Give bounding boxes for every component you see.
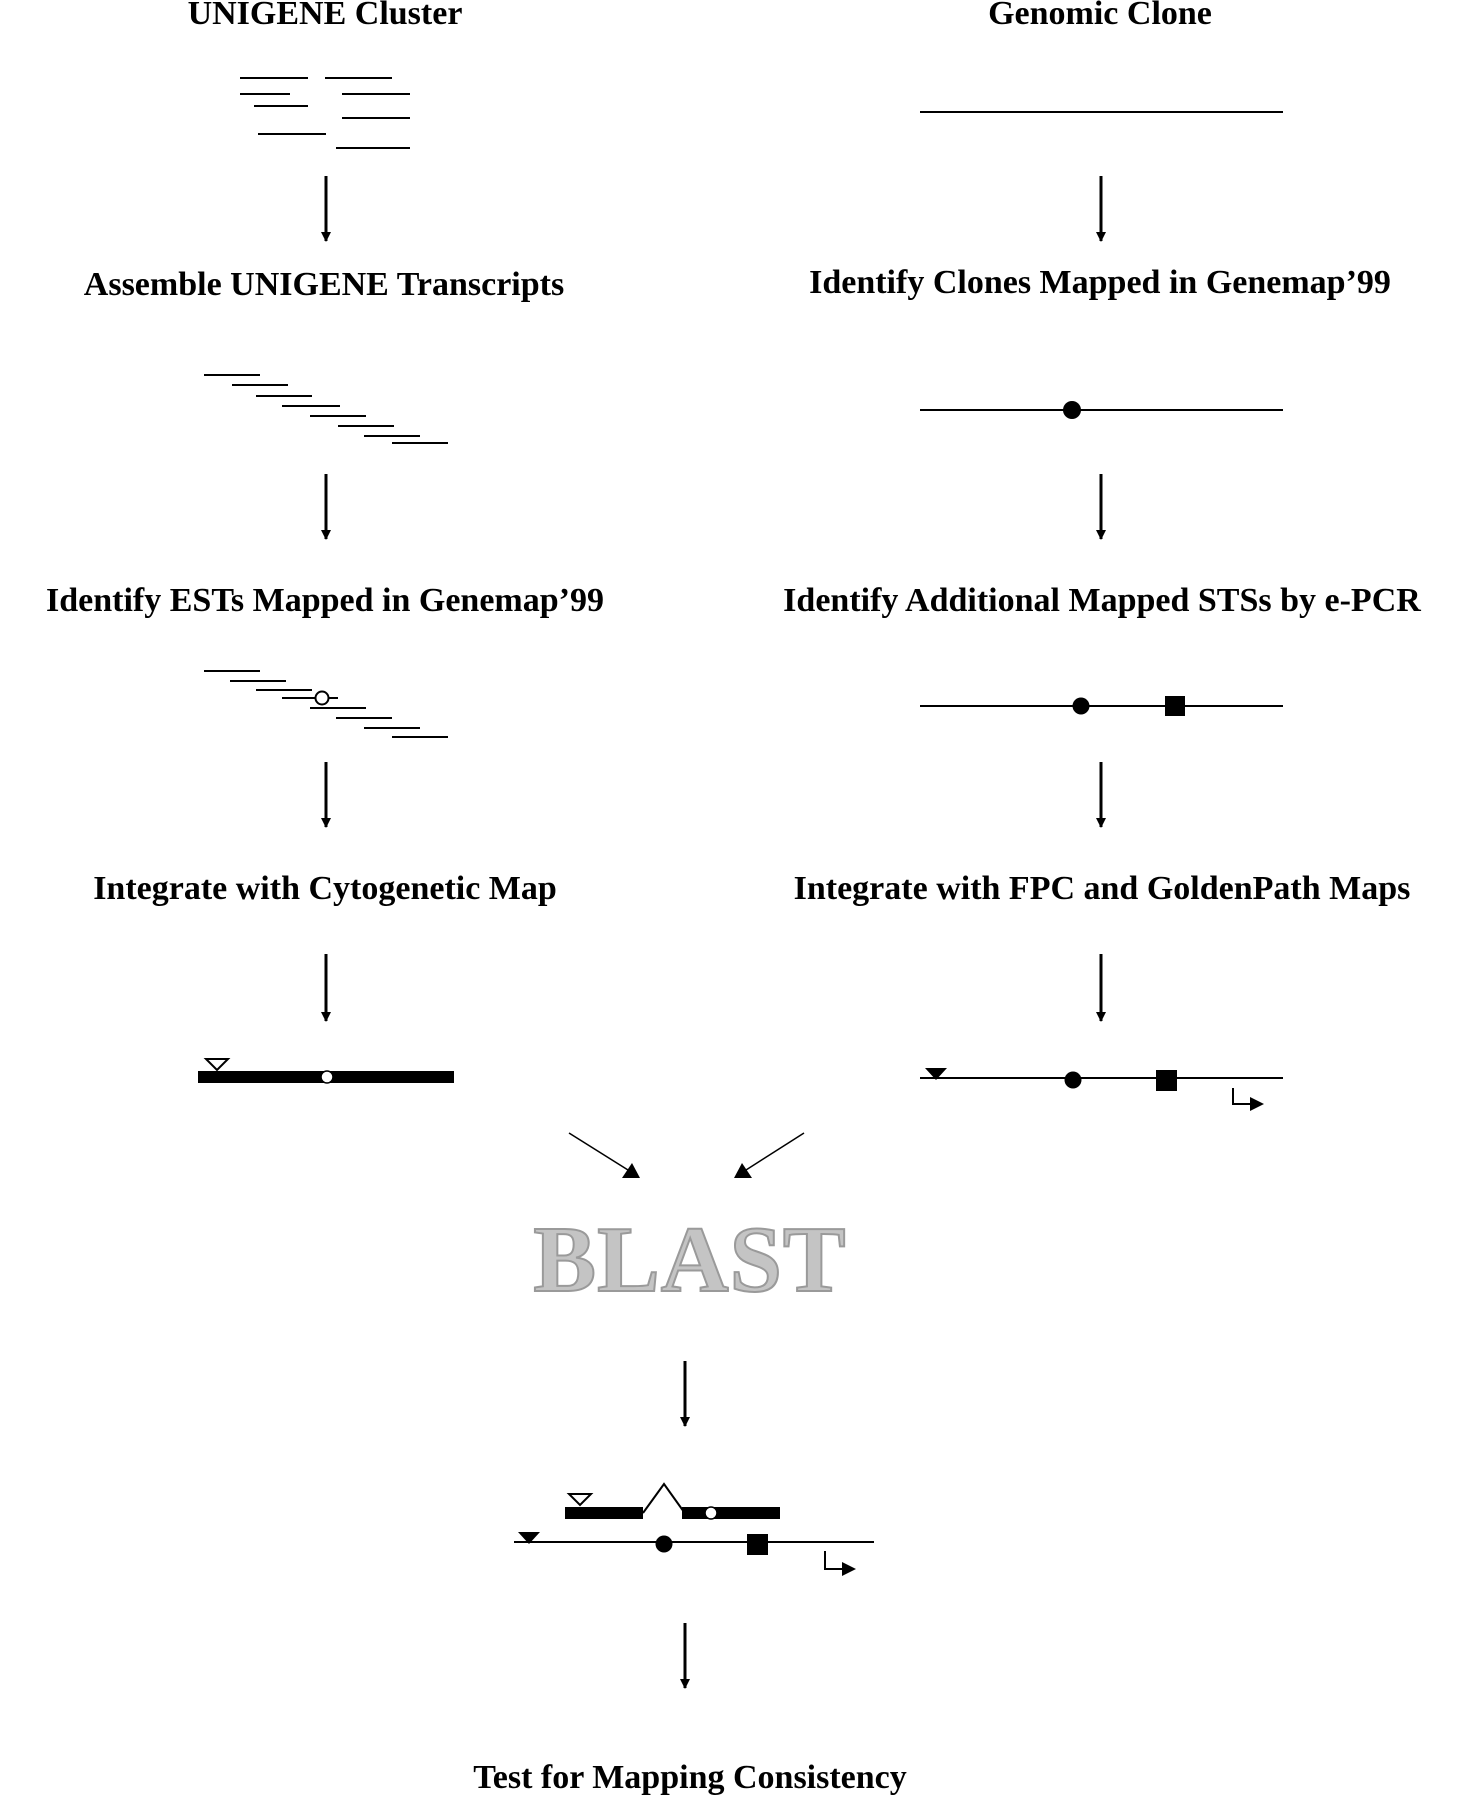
cyto-est-marker-icon bbox=[320, 1070, 334, 1084]
fpc-goldenpath-icon bbox=[920, 1068, 1283, 1111]
arrowhead-right-icon bbox=[734, 1163, 752, 1178]
converging-arrows bbox=[568, 1132, 805, 1171]
unigene-fragments-icon bbox=[240, 77, 410, 149]
sts-circle-marker-icon bbox=[1072, 697, 1090, 715]
identify-sts-label: Identify Additional Mapped STSs by e-PCR bbox=[783, 582, 1421, 619]
combined-alignment-icon bbox=[514, 1482, 874, 1576]
mapped-ests-icon bbox=[204, 670, 448, 738]
mapped-clone-icon bbox=[920, 401, 1283, 419]
genomic-clone-title: Genomic Clone bbox=[988, 0, 1212, 32]
integrate-cytogenetic-label: Integrate with Cytogenetic Map bbox=[93, 870, 557, 907]
combined-est-marker-icon bbox=[704, 1506, 718, 1520]
open-triangle-marker-icon bbox=[203, 1058, 231, 1072]
cytogenetic-map-icon bbox=[198, 1058, 454, 1084]
flow-arrows bbox=[320, 176, 1107, 1690]
blast-label: BLAST bbox=[532, 1208, 847, 1312]
est-marker-icon bbox=[314, 690, 330, 706]
arrowhead-left-icon bbox=[622, 1163, 640, 1178]
sts-square-marker-icon bbox=[1165, 696, 1185, 716]
mapped-sts-marker-icon bbox=[1063, 401, 1081, 419]
integrate-fpc-label: Integrate with FPC and GoldenPath Maps bbox=[793, 870, 1411, 907]
combined-open-triangle-icon bbox=[566, 1493, 594, 1507]
bent-arrow-icon bbox=[1232, 1088, 1252, 1105]
assemble-transcripts-label: Assemble UNIGENE Transcripts bbox=[83, 266, 565, 303]
filled-triangle-marker-icon bbox=[925, 1068, 947, 1080]
identify-ests-label: Identify ESTs Mapped in Genemap’99 bbox=[46, 582, 604, 619]
assembled-transcripts-icon bbox=[204, 374, 448, 444]
unigene-cluster-title: UNIGENE Cluster bbox=[187, 0, 463, 32]
identify-clones-label: Identify Clones Mapped in Genemap’99 bbox=[809, 264, 1391, 301]
epcr-clone-icon bbox=[920, 696, 1283, 716]
test-consistency-label: Test for Mapping Consistency bbox=[473, 1759, 907, 1796]
combined-filled-triangle-icon bbox=[518, 1532, 540, 1544]
